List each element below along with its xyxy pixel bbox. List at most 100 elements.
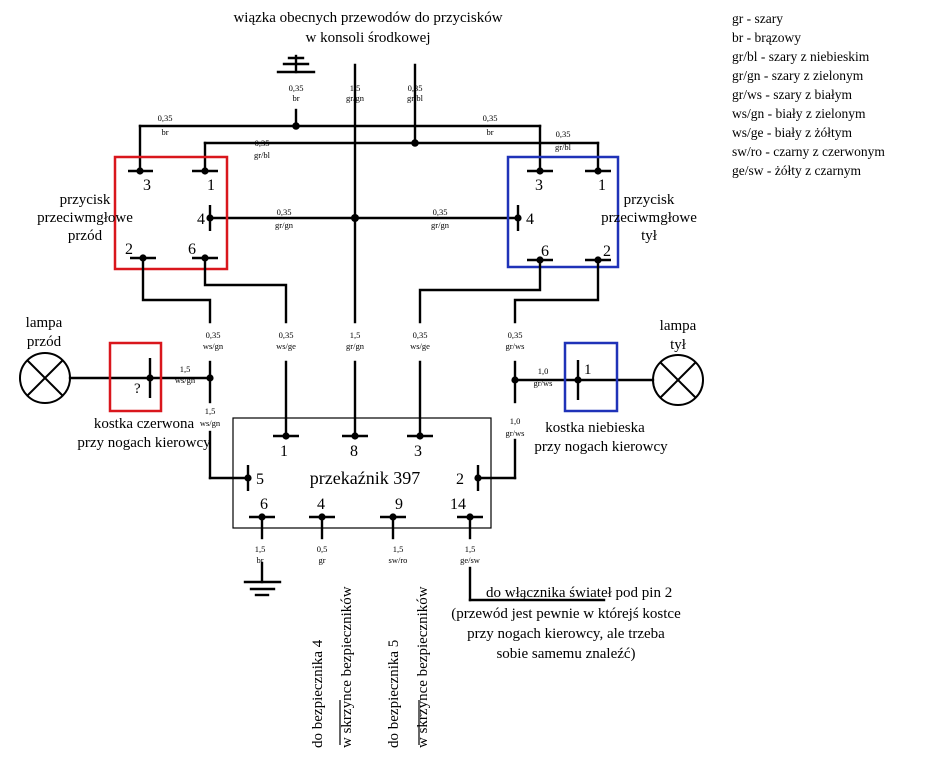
front-switch-pin-label: 3 (143, 177, 151, 194)
blue-connector-pin-label: 1 (584, 362, 592, 378)
relay-pin-label: 14 (450, 496, 466, 513)
front-switch-pin-label: 4 (197, 211, 205, 228)
wire-color-label: gr/ws (506, 341, 525, 351)
fuse4-label: do bezpiecznika 4 (310, 639, 326, 748)
wire-color-label: gr/ws (506, 428, 525, 438)
legend-item: gr - szary (732, 11, 783, 26)
relay-box (232, 417, 492, 529)
wire-color-label: gr/ws (534, 378, 553, 388)
rear-switch-box (506, 155, 620, 269)
rear-switch-pin-label: 2 (603, 243, 611, 260)
wire-size-label: 1,5 (350, 83, 361, 93)
light-switch-note: (przewód jest pewnie w którejś kostce (451, 606, 681, 622)
relay-pin-label: 2 (456, 471, 464, 488)
wire-size-label: 0,35 (483, 113, 498, 123)
fuse5-label: do bezpiecznika 5 (386, 640, 402, 748)
wire-color-label: ws/ge (410, 341, 430, 351)
front-fog-switch (113, 155, 229, 271)
wire-size-label: 1,0 (510, 416, 521, 426)
rear-switch-pin-label: 4 (526, 211, 534, 228)
ground-symbol-top (276, 54, 316, 74)
fuse4-label: w skrzynce bezpieczników (339, 586, 355, 748)
relay-397 (232, 417, 492, 529)
relay-pin-label: 3 (414, 443, 422, 460)
wire-color-label: gr/bl (254, 150, 271, 160)
wire-color-label: gr/gn (346, 93, 365, 103)
relay-pin-label: 4 (317, 496, 325, 513)
front-switch-box (113, 155, 229, 271)
front-switch-label: przycisk (60, 192, 111, 208)
color-legend: gr - szary br - brązowy gr/bl - szary z … (732, 11, 885, 178)
relay-bottom-wires (260, 515, 606, 745)
wire-color-label: gr (318, 555, 325, 565)
wire-color-label: gr/gn (431, 220, 450, 230)
wire-size-label: 0,35 (413, 330, 428, 340)
legend-item: gr/ws - szary z białym (732, 87, 852, 102)
relay-pin-label: 1 (280, 443, 288, 460)
wire-size-label: 0,35 (433, 207, 448, 217)
wire-size-label: 1,5 (255, 544, 266, 554)
wire-color-label: gr/bl (555, 142, 572, 152)
red-connector-pin-label: ? (134, 381, 141, 397)
rear-lamp (652, 354, 704, 406)
wire-color-label: br (161, 127, 168, 137)
rear-switch-label: tył (641, 228, 658, 244)
ground-symbol-bottom (243, 561, 282, 597)
relay-pin-label: 6 (260, 496, 268, 513)
wire-size-label: 1,5 (350, 330, 361, 340)
red-connector-label: kostka czerwona (94, 416, 195, 432)
blue-connector (563, 341, 619, 413)
wire-size-label: 0,5 (317, 544, 328, 554)
wire-color-label: gr/bl (407, 93, 424, 103)
wire-color-label: ws/gn (200, 418, 221, 428)
wire-color-label: ws/gn (175, 375, 196, 385)
legend-item: sw/ro - czarny z czerwonym (732, 144, 885, 159)
rear-lamp-label: tył (670, 337, 687, 353)
wire-size-label: 1,5 (180, 364, 191, 374)
rear-lamp-label: lampa (660, 318, 697, 334)
wire-size-label: 0,35 (508, 330, 523, 340)
switch-relay-wires (141, 256, 600, 480)
light-switch-note: do włącznika świateł pod pin 2 (486, 585, 672, 601)
rear-switch-label: przycisk (624, 192, 675, 208)
front-lamp (19, 352, 71, 404)
wire-color-label: br (292, 93, 299, 103)
wire-size-label: 1,5 (393, 544, 404, 554)
wire-size-label: 0,35 (206, 330, 221, 340)
legend-item: gr/bl - szary z niebieskim (732, 49, 870, 64)
wire-color-label: br (486, 127, 493, 137)
relay-title: przekaźnik 397 (310, 468, 420, 488)
wire-color-label: gr/gn (275, 220, 294, 230)
wire-color-label: sw/ro (389, 555, 408, 565)
red-connector (108, 341, 163, 413)
rear-switch-label: przeciwmgłowe (601, 210, 697, 226)
wire-size-label: 0,35 (279, 330, 294, 340)
wire-size-label: 1,5 (465, 544, 476, 554)
relay-pin-label: 5 (256, 471, 264, 488)
red-connector-label: przy nogach kierowcy (77, 435, 211, 451)
front-switch-pin-label: 1 (207, 177, 215, 194)
rear-switch-pin-label: 3 (535, 177, 543, 194)
blue-connector-label: kostka niebieska (545, 420, 645, 436)
fuse5-label: w skrzynce bezpieczników (415, 586, 431, 748)
legend-item: br - brązowy (732, 30, 801, 45)
front-lamp-label: przód (27, 334, 62, 350)
relay-pin-label: 8 (350, 443, 358, 460)
relay-pin-label: 9 (395, 496, 403, 513)
wire-size-label: 0,35 (289, 83, 304, 93)
rear-switch-pin-label: 1 (598, 177, 606, 194)
wire-size-label: 0,35 (255, 138, 270, 148)
wire-color-label: ws/ge (276, 341, 296, 351)
wire-color-label: ws/gn (203, 341, 224, 351)
light-switch-note: sobie samemu znaleźć) (496, 646, 635, 662)
light-switch-note: przy nogach kierowcy, ale trzeba (467, 626, 665, 642)
harness-title-line2: w konsoli środkowej (306, 30, 431, 46)
legend-item: ge/sw - żółty z czarnym (732, 163, 861, 178)
wire-color-label: ge/sw (460, 555, 481, 565)
front-switch-pin-label: 6 (188, 241, 196, 258)
blue-connector-label: przy nogach kierowcy (534, 439, 668, 455)
legend-item: gr/gn - szary z zielonym (732, 68, 864, 83)
wire-size-label: 0,35 (158, 113, 173, 123)
rear-fog-switch (506, 155, 620, 269)
